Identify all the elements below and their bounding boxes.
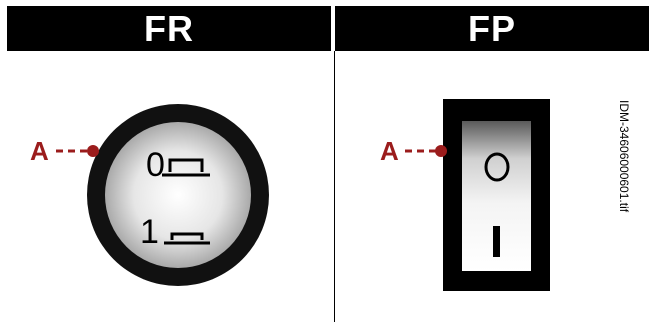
on-position-symbol-icon	[164, 232, 210, 245]
switch-label-0: 0	[146, 146, 165, 184]
callout-a-right: A	[380, 136, 447, 166]
off-circle-symbol-icon	[484, 152, 510, 182]
switch-label-1: 1	[140, 213, 159, 251]
callout-a-left: A	[30, 136, 99, 166]
round-switch-icon: 0 1	[87, 104, 269, 286]
panel-header-fp: FP	[335, 6, 649, 51]
on-bar-symbol-icon	[493, 226, 500, 257]
callout-label-a: A	[380, 136, 399, 166]
off-position-symbol-icon	[162, 158, 210, 177]
callout-label-a: A	[30, 136, 49, 166]
rocker-switch-icon	[443, 99, 550, 291]
figure-id-label: IDM-34606000601.tif	[617, 100, 631, 213]
panel-divider	[334, 51, 335, 322]
panel-header-fr: FR	[7, 6, 331, 51]
